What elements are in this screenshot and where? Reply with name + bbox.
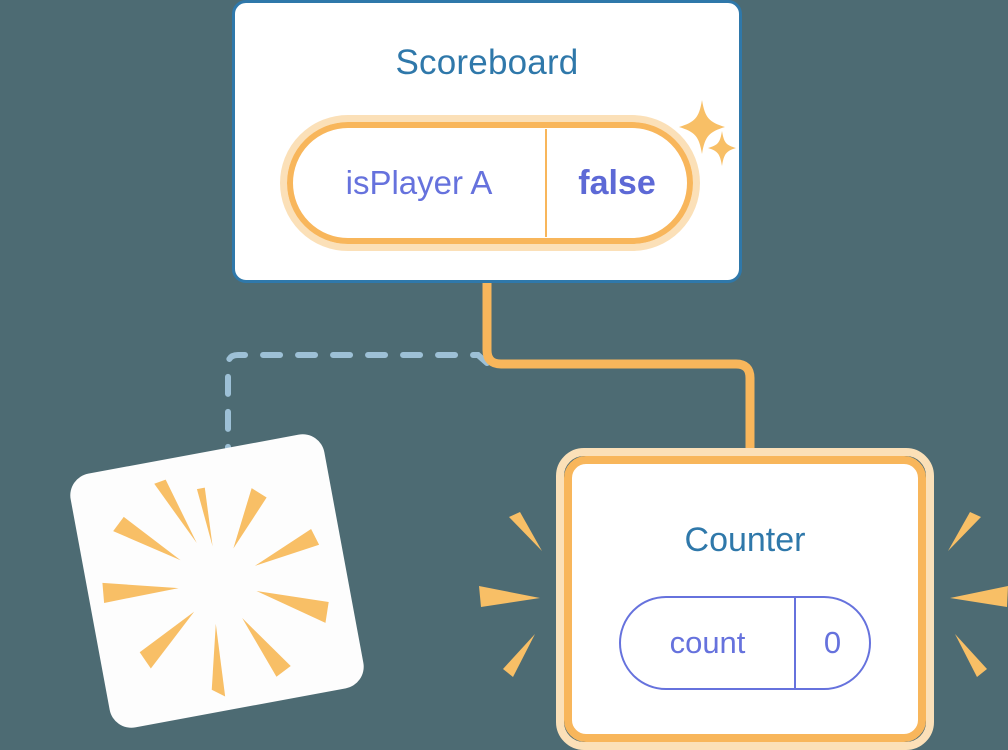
scoreboard-title: Scoreboard bbox=[395, 43, 579, 82]
scoreboard-card[interactable]: Scoreboard isPlayer A false bbox=[232, 0, 742, 283]
solid-connector-to-counter bbox=[482, 280, 755, 470]
pill-divider bbox=[794, 598, 796, 688]
counter-card[interactable]: Counter count 0 bbox=[564, 456, 926, 742]
counter-pill-key: count bbox=[669, 625, 746, 660]
counter-title: Counter bbox=[684, 521, 806, 559]
scoreboard-pill-key: isPlayer A bbox=[345, 164, 493, 201]
counter-pill-value: 0 bbox=[823, 625, 842, 660]
blank-card[interactable] bbox=[66, 430, 368, 732]
pill-divider bbox=[545, 129, 547, 237]
counter-burst-left bbox=[479, 512, 542, 677]
scoreboard-pill-value: false bbox=[578, 163, 656, 202]
counter-burst-right bbox=[948, 512, 1008, 677]
starburst-icon bbox=[102, 479, 329, 697]
scoreboard-state-pill[interactable]: isPlayer A false bbox=[280, 115, 700, 251]
pill-highlight-halo bbox=[280, 115, 700, 251]
counter-state-pill[interactable]: count 0 bbox=[619, 596, 871, 690]
